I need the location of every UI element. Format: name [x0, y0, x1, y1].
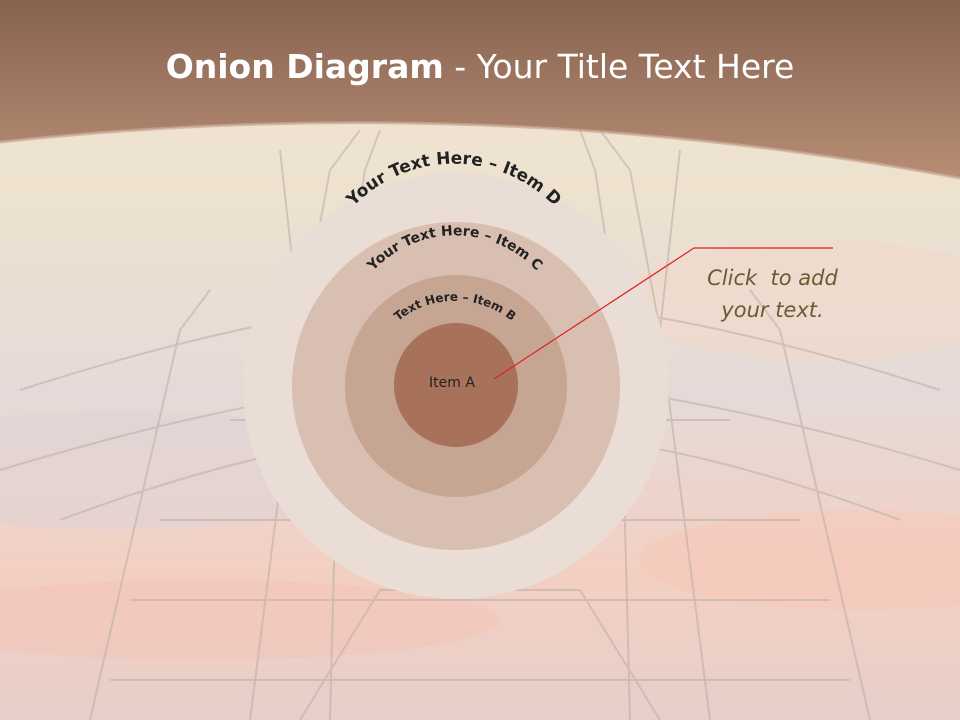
slide-title[interactable]: Onion Diagram - Your Title Text Here [0, 44, 960, 90]
onion-layer-a[interactable] [394, 323, 518, 447]
callout-line-1: Click to add [707, 266, 838, 290]
callout-text-box[interactable]: Click to add your text. [690, 262, 855, 326]
callout-leader-line [493, 247, 833, 380]
header-band [0, 0, 960, 178]
layer-a-label: Item A [429, 375, 475, 391]
callout-line-2: your text. [721, 298, 824, 322]
title-rest: - Your Title Text Here [443, 47, 795, 86]
title-bold: Onion Diagram [165, 47, 444, 86]
